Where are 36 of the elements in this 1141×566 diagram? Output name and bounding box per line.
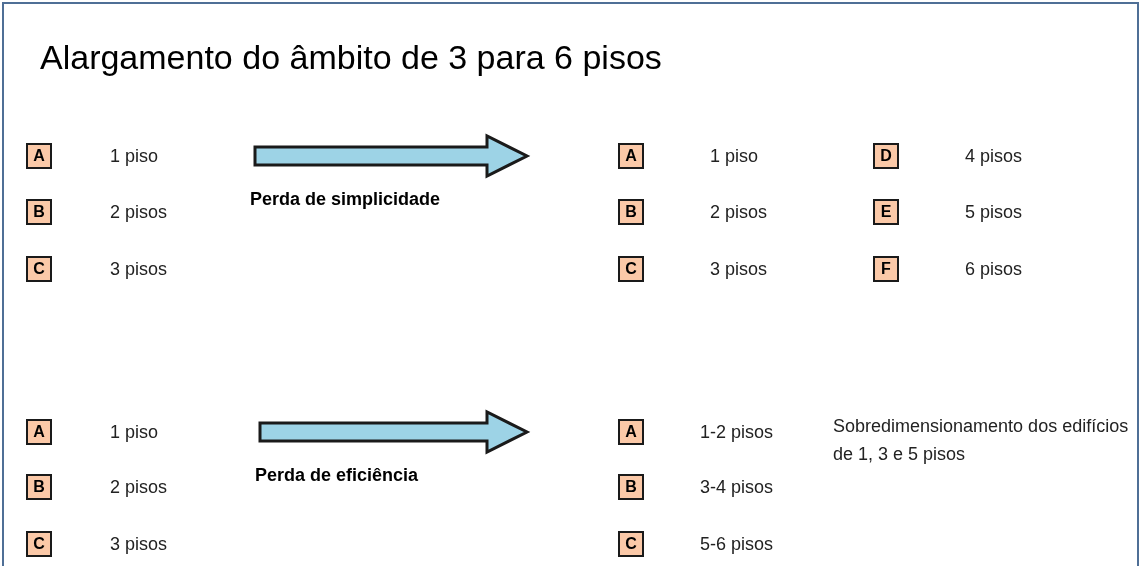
block-arrow — [253, 133, 531, 179]
floor-count: 1 piso — [710, 144, 759, 168]
floor-count: 2 pisos — [710, 200, 768, 224]
letter-box: A — [618, 143, 644, 169]
letter-box: D — [873, 143, 899, 169]
floor-count: 3 pisos — [110, 532, 168, 556]
floor-count: 2 pisos — [110, 475, 168, 499]
letter-box: C — [618, 531, 644, 557]
floor-count: 2 pisos — [110, 200, 168, 224]
floor-count: 6 pisos — [965, 257, 1023, 281]
letter-box: B — [26, 199, 52, 225]
title: Alargamento do âmbito de 3 para 6 pisos — [40, 37, 662, 78]
floor-count: 5-6 pisos — [700, 532, 774, 556]
letter-box: C — [26, 256, 52, 282]
letter-box: A — [26, 419, 52, 445]
letter-box: A — [618, 419, 644, 445]
floor-count: 1 piso — [110, 420, 159, 444]
letter-box: B — [618, 474, 644, 500]
note: Sobredimensionamento dos edifícios de 1, 3 e 5 pisos — [833, 415, 1130, 466]
block-arrow — [258, 409, 531, 455]
letter-box: C — [26, 531, 52, 557]
edge-label: Perda de simplicidade — [250, 188, 441, 211]
floor-count: 3 pisos — [110, 257, 168, 281]
letter-box: B — [618, 199, 644, 225]
letter-box: A — [26, 143, 52, 169]
letter-box: B — [26, 474, 52, 500]
floor-count: 1-2 pisos — [700, 420, 774, 444]
floor-count: 3-4 pisos — [700, 475, 774, 499]
floor-count: 1 piso — [110, 144, 159, 168]
letter-box: E — [873, 199, 899, 225]
letter-box: C — [618, 256, 644, 282]
floor-count: 3 pisos — [710, 257, 768, 281]
floor-count: 5 pisos — [965, 200, 1023, 224]
floor-count: 4 pisos — [965, 144, 1023, 168]
edge-label: Perda de eficiência — [255, 464, 419, 487]
letter-box: F — [873, 256, 899, 282]
